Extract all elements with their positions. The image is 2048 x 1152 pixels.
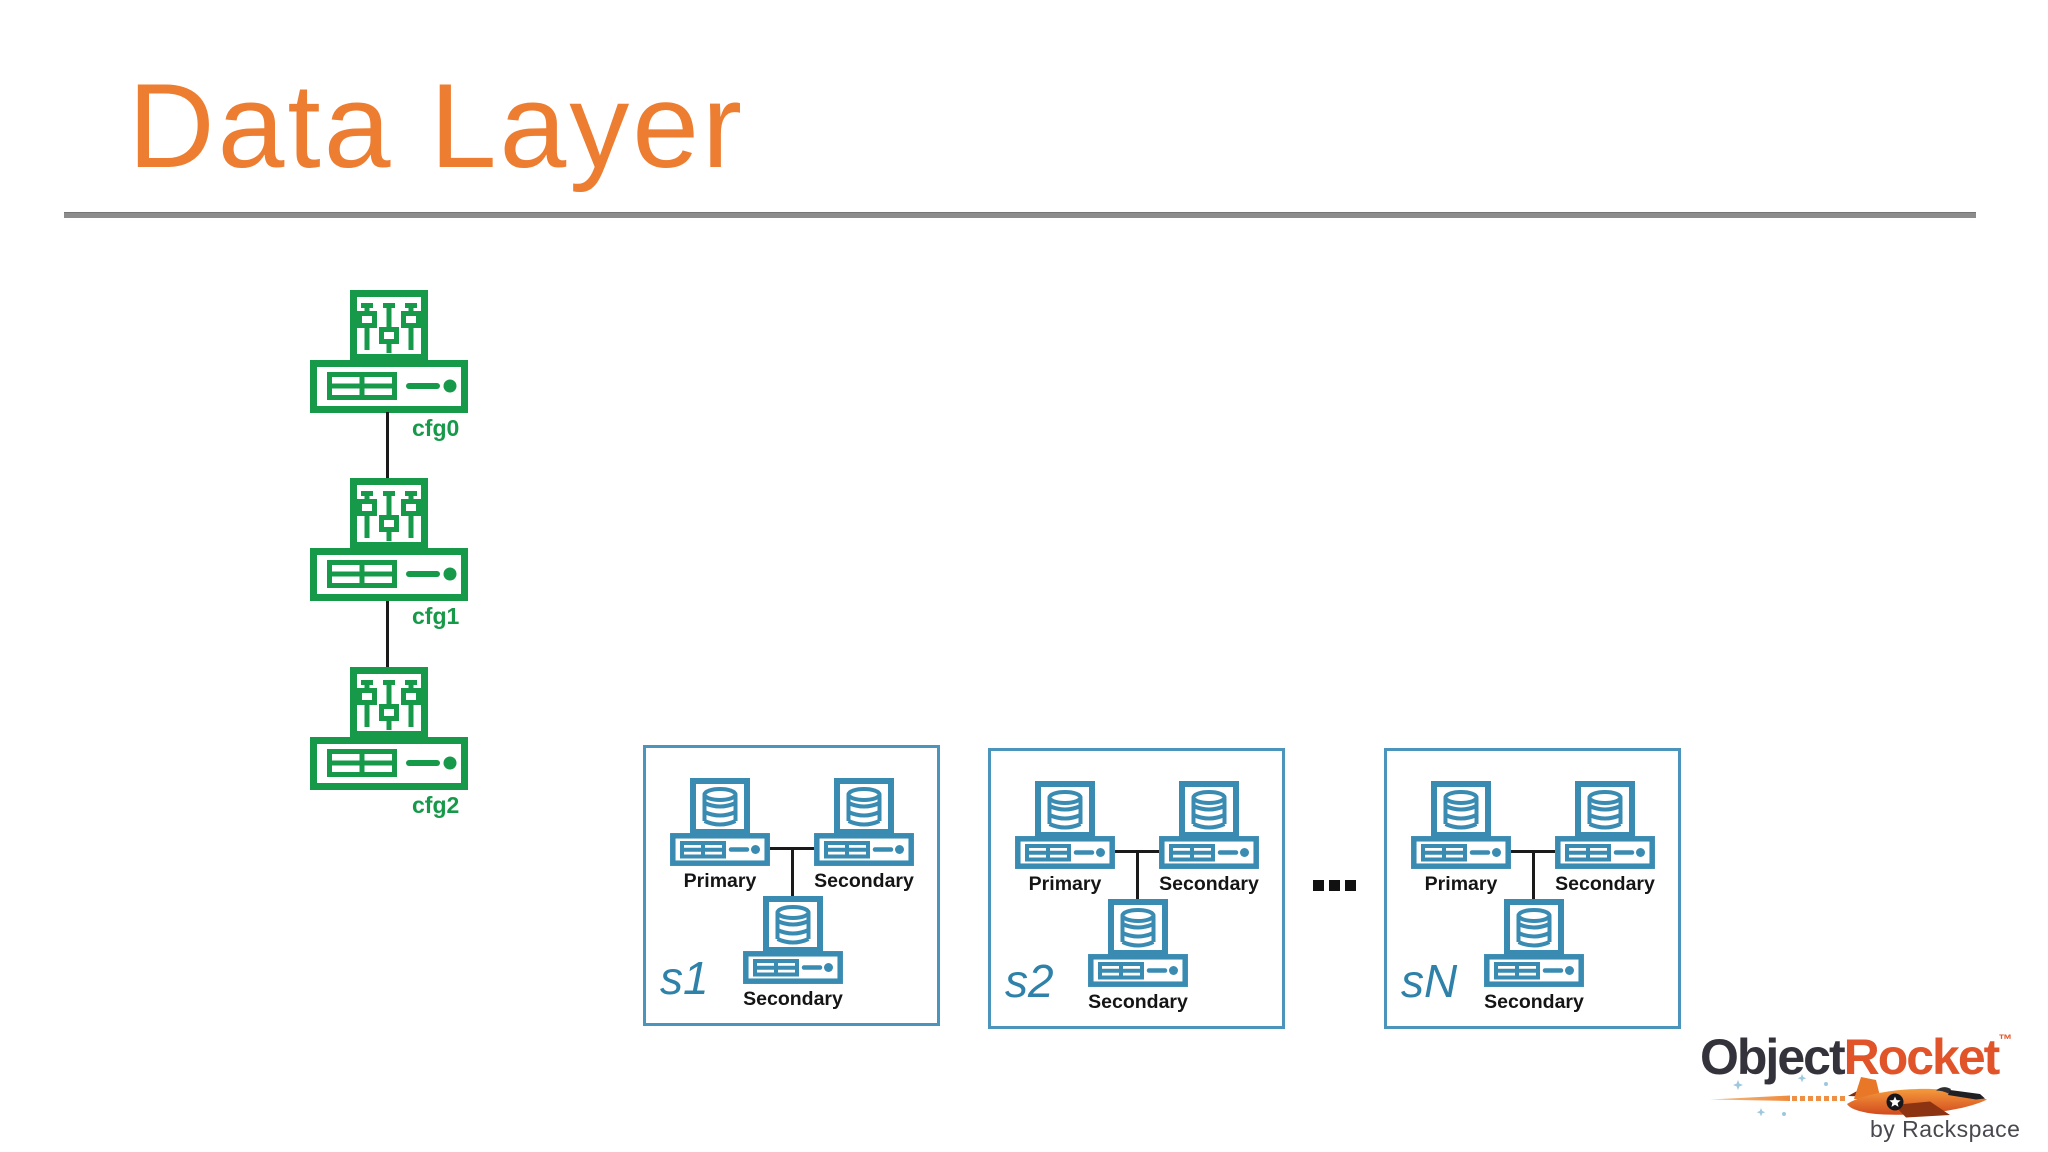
db-server-icon [1484, 899, 1584, 989]
ellipsis-dot [1345, 880, 1356, 891]
title-divider [64, 212, 1976, 218]
shard-node-secondary: Secondary [743, 896, 843, 1010]
node-role-label: Primary [683, 870, 757, 892]
config-connector [386, 412, 389, 479]
db-server-icon [670, 778, 770, 868]
node-role-label: Secondary [1088, 991, 1188, 1013]
logo-word-object: Object [1700, 1029, 1846, 1085]
replica-connector [1532, 850, 1535, 902]
shard-node-primary: Primary [1015, 781, 1115, 895]
replica-connector [1136, 850, 1139, 902]
db-server-icon [743, 896, 843, 986]
objectrocket-logo: ObjectRocket™ [1698, 1028, 2048, 1152]
trademark-symbol: ™ [1998, 1031, 2013, 1047]
shard-node-secondary: Secondary [1484, 899, 1584, 1013]
slide-title: Data Layer [128, 59, 745, 193]
logo-wordmark: ObjectRocket™ [1700, 1032, 2012, 1082]
node-role-label: Primary [1424, 873, 1498, 895]
node-role-label: Secondary [1159, 873, 1259, 895]
node-role-label: Secondary [743, 988, 843, 1010]
shard-label: s2 [1005, 955, 1054, 1007]
ellipsis-dot [1329, 880, 1340, 891]
shard-label: s1 [660, 952, 709, 1004]
shard-sN: Primary Secondary Secondary sN [1384, 748, 1681, 1029]
node-role-label: Primary [1028, 873, 1102, 895]
node-role-label: Secondary [1555, 873, 1655, 895]
ellipsis-icon [1313, 880, 1356, 891]
shard-node-secondary: Secondary [1159, 781, 1259, 895]
config-server-cfg2: cfg2 [310, 667, 468, 827]
ellipsis-dot [1313, 880, 1324, 891]
db-server-icon [1411, 781, 1511, 871]
logo-tagline: by Rackspace [1870, 1116, 2021, 1142]
shard-s1: Primary Secondary Secondary s1 [643, 745, 940, 1026]
config-server-icon [310, 478, 468, 601]
rocket-icon [1710, 1074, 1987, 1118]
node-role-label: Secondary [1484, 991, 1584, 1013]
shard-node-secondary: Secondary [1088, 899, 1188, 1013]
config-connector [386, 601, 389, 668]
shard-label: sN [1401, 955, 1458, 1007]
config-server-icon [310, 290, 468, 413]
shard-node-secondary: Secondary [814, 778, 914, 892]
logo-word-rocket: Rocket [1843, 1029, 2001, 1085]
config-server-cfg0: cfg0 [310, 290, 468, 450]
db-server-icon [814, 778, 914, 868]
shard-node-primary: Primary [1411, 781, 1511, 895]
db-server-icon [1159, 781, 1259, 871]
shard-node-secondary: Secondary [1555, 781, 1655, 895]
db-server-icon [1015, 781, 1115, 871]
shard-node-primary: Primary [670, 778, 770, 892]
config-server-label: cfg2 [412, 792, 460, 818]
config-server-cfg1: cfg1 [310, 478, 468, 638]
shard-s2: Primary Secondary Secondary s2 [988, 748, 1285, 1029]
db-server-icon [1555, 781, 1655, 871]
replica-connector [791, 847, 794, 899]
node-role-label: Secondary [814, 870, 914, 892]
config-server-label: cfg0 [412, 415, 460, 441]
db-server-icon [1088, 899, 1188, 989]
config-server-icon [310, 667, 468, 790]
config-server-label: cfg1 [412, 603, 460, 629]
